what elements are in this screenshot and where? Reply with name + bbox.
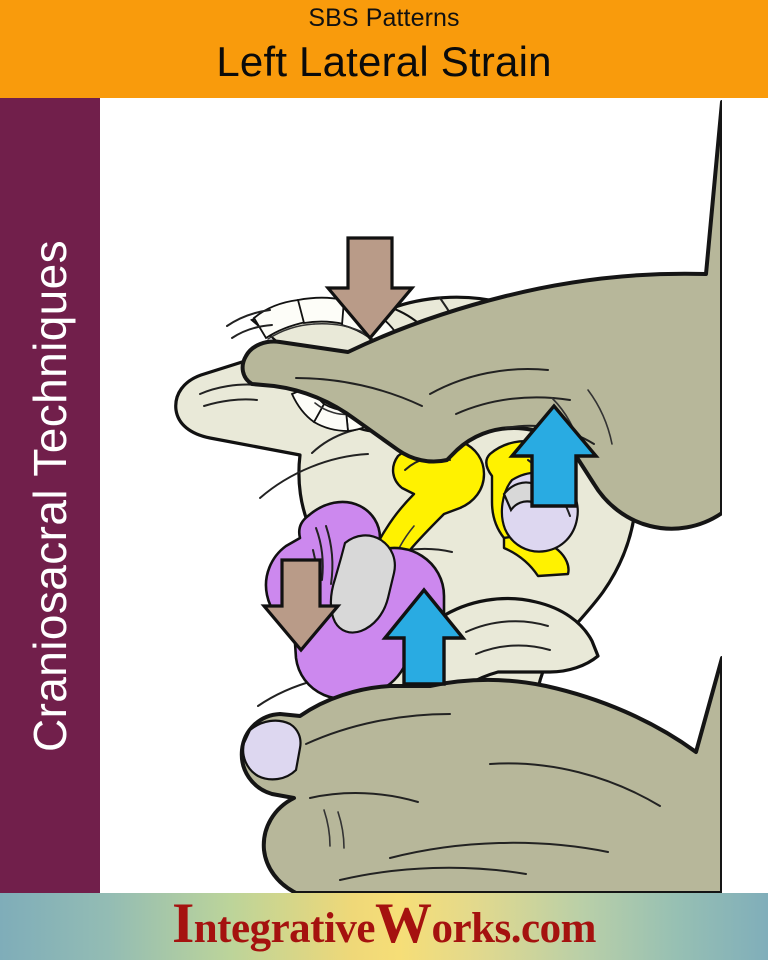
header-subtitle: SBS Patterns bbox=[308, 4, 460, 32]
logo-text-ntegrative: ntegrative bbox=[193, 905, 376, 952]
page-title: Left Lateral Strain bbox=[216, 38, 552, 85]
arrow-frontal-down bbox=[324, 236, 416, 341]
site-footer: IntegrativeWorks.com bbox=[0, 893, 768, 960]
arrow-maxilla-down bbox=[260, 558, 342, 653]
arrow-occiput-up bbox=[508, 403, 600, 508]
anatomical-illustration: .bone { fill:#e9e9d8; stroke:#111; strok… bbox=[100, 98, 722, 893]
arrow-sphenoid-up bbox=[381, 587, 467, 686]
category-sidebar: Craniosacral Techniques bbox=[0, 98, 100, 893]
site-logo[interactable]: IntegrativeWorks.com bbox=[172, 895, 597, 953]
skull-hold-drawing: .bone { fill:#e9e9d8; stroke:#111; strok… bbox=[100, 98, 722, 893]
logo-letter-i: I bbox=[172, 892, 194, 955]
bottom-hand bbox=[239, 656, 722, 893]
sidebar-category-label: Craniosacral Techniques bbox=[24, 239, 76, 752]
logo-letter-w: W bbox=[375, 892, 432, 955]
page-header: SBS Patterns Left Lateral Strain bbox=[0, 0, 768, 98]
logo-text-orks-com: orks.com bbox=[431, 905, 597, 952]
